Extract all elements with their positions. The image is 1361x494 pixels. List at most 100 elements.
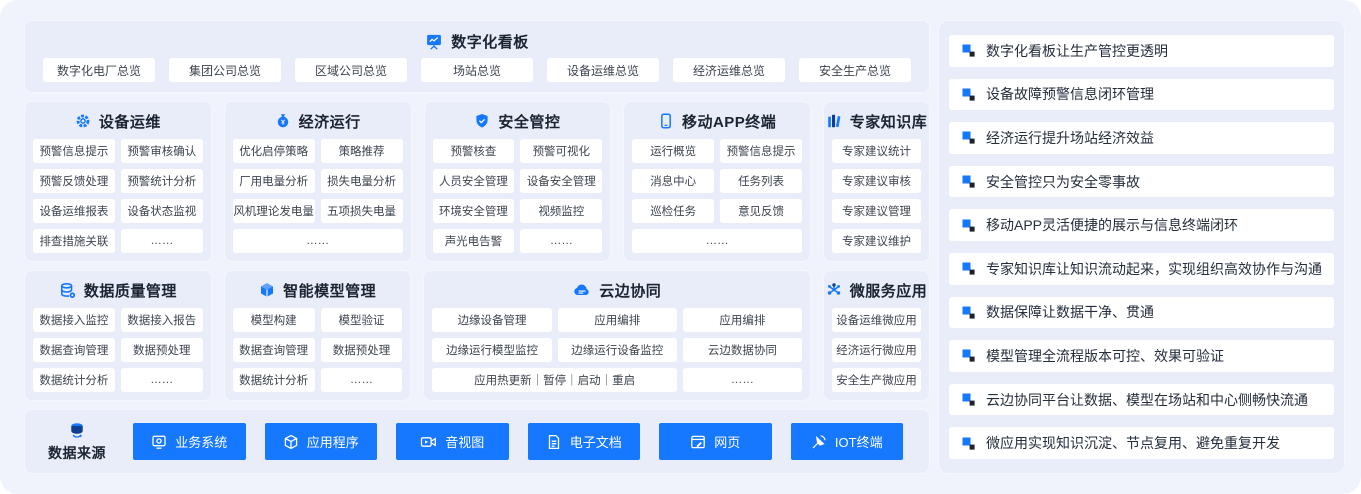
- module-button[interactable]: 数据统计分析: [33, 368, 115, 392]
- module-button[interactable]: 设备运维报表: [33, 199, 115, 223]
- data-source-button-3[interactable]: 电子文档: [527, 423, 640, 460]
- iot-icon: [811, 434, 827, 450]
- module-button[interactable]: 设备安全管理: [520, 169, 603, 193]
- module-button[interactable]: 预警审核确认: [120, 139, 203, 163]
- banner-button-5[interactable]: 经济运维总览: [673, 58, 785, 82]
- module-button[interactable]: 预警可视化: [520, 139, 603, 163]
- squares-bullet-icon: [962, 131, 975, 145]
- card-button-grid: 边缘设备管理应用编排应用编排边缘运行模型监控边缘运行设备监控云边数据协同应用热更…: [432, 308, 802, 392]
- banner-button-6[interactable]: 安全生产总览: [799, 58, 911, 82]
- module-button[interactable]: 应用热更新｜暂停｜启动｜重启: [432, 368, 677, 392]
- card-header: 云边协同: [432, 279, 802, 301]
- card-equipment-ops: 设备运维预警信息提示预警审核确认预警反馈处理预警统计分析设备运维报表设备状态监视…: [24, 101, 212, 262]
- module-button[interactable]: 风机理论发电量: [232, 199, 315, 223]
- card-header: 设备运维: [33, 110, 203, 132]
- module-button[interactable]: 运行概览: [632, 139, 715, 163]
- banner-button-2[interactable]: 区域公司总览: [295, 58, 407, 82]
- module-button[interactable]: 专家建议审核: [832, 169, 921, 193]
- module-button[interactable]: 厂用电量分析: [232, 169, 315, 193]
- module-button[interactable]: 安全生产微应用: [831, 368, 921, 392]
- module-button[interactable]: 应用编排: [682, 308, 802, 332]
- module-button[interactable]: 云边数据协同: [682, 338, 802, 362]
- module-button[interactable]: 专家建议维护: [832, 229, 921, 253]
- data-source-button-1[interactable]: 应用程序: [264, 423, 377, 460]
- card-title: 数据质量管理: [83, 282, 177, 300]
- module-button[interactable]: ……: [520, 229, 603, 253]
- banner-button-3[interactable]: 场站总览: [421, 58, 533, 82]
- banner-button-1[interactable]: 集团公司总览: [169, 58, 281, 82]
- card-header: 安全管控: [433, 110, 603, 132]
- squares-bullet-icon: [962, 437, 975, 450]
- data-source-button-0[interactable]: 业务系统: [133, 423, 246, 460]
- module-button[interactable]: 设备运维微应用: [831, 308, 921, 332]
- module-button[interactable]: 消息中心: [632, 169, 715, 193]
- module-button[interactable]: 设备状态监视: [120, 199, 203, 223]
- module-button[interactable]: 经济运行微应用: [831, 338, 921, 362]
- module-button[interactable]: 任务列表: [720, 169, 802, 193]
- module-button[interactable]: 声光电告警: [432, 229, 515, 253]
- module-button[interactable]: 意见反馈: [720, 199, 802, 223]
- module-button[interactable]: 数据预处理: [120, 338, 203, 362]
- module-button[interactable]: ……: [320, 368, 403, 392]
- system-icon: [151, 434, 167, 450]
- module-button[interactable]: 损失电量分析: [320, 169, 403, 193]
- module-button[interactable]: 边缘运行模型监控: [432, 338, 552, 362]
- module-button[interactable]: 巡检任务: [632, 199, 715, 223]
- module-button[interactable]: 边缘运行设备监控: [557, 338, 677, 362]
- module-button[interactable]: 数据查询管理: [232, 338, 315, 362]
- highlight-row-2: 经济运行提升场站经济效益: [949, 122, 1334, 154]
- module-button[interactable]: 排查措施关联: [33, 229, 115, 253]
- card-button-grid: 预警核查预警可视化人员安全管理设备安全管理环境安全管理视频监控声光电告警……: [432, 139, 603, 253]
- coins-db-icon: [66, 420, 88, 442]
- module-button[interactable]: 预警信息提示: [33, 139, 115, 163]
- module-button[interactable]: 模型构建: [232, 308, 315, 332]
- card-data-quality: 数据质量管理数据接入监控数据接入报告数据查询管理数据预处理数据统计分析……: [24, 270, 212, 401]
- module-button[interactable]: ……: [632, 229, 802, 253]
- card-title: 安全管控: [498, 113, 561, 131]
- module-button[interactable]: 数据接入监控: [33, 308, 115, 332]
- highlight-text: 云边协同平台让数据、模型在场站和中心侧畅快流通: [986, 391, 1308, 408]
- module-button[interactable]: ……: [120, 229, 203, 253]
- card-title: 云边协同: [599, 282, 662, 300]
- module-button[interactable]: 预警信息提示: [720, 139, 802, 163]
- module-button[interactable]: 边缘设备管理: [432, 308, 552, 332]
- module-button[interactable]: 专家建议管理: [832, 199, 921, 223]
- module-button[interactable]: 数据预处理: [320, 338, 403, 362]
- mobile-icon: [658, 113, 674, 129]
- module-button[interactable]: 预警核查: [432, 139, 515, 163]
- module-button[interactable]: 策略推荐: [320, 139, 403, 163]
- highlight-text: 模型管理全流程版本可控、效果可验证: [986, 347, 1224, 364]
- books-icon: [826, 113, 842, 129]
- module-button[interactable]: 应用编排: [557, 308, 677, 332]
- module-button[interactable]: 预警统计分析: [120, 169, 203, 193]
- data-source-button-label: 网页: [714, 435, 741, 450]
- module-button[interactable]: ……: [120, 368, 203, 392]
- module-button[interactable]: 优化启停策略: [232, 139, 315, 163]
- module-button[interactable]: 模型验证: [320, 308, 403, 332]
- database-icon: [59, 282, 76, 299]
- module-button[interactable]: 预警反馈处理: [33, 169, 115, 193]
- banner-button-0[interactable]: 数字化电厂总览: [43, 58, 155, 82]
- module-row-0: 设备运维预警信息提示预警审核确认预警反馈处理预警统计分析设备运维报表设备状态监视…: [24, 101, 930, 262]
- card-economic-operation: 经济运行优化启停策略策略推荐厂用电量分析损失电量分析风机理论发电量五项损失电量……: [223, 101, 412, 262]
- module-button[interactable]: ……: [682, 368, 802, 392]
- module-button[interactable]: 视频监控: [520, 199, 603, 223]
- module-button[interactable]: ……: [232, 229, 403, 253]
- module-button[interactable]: 人员安全管理: [432, 169, 515, 193]
- card-title: 设备运维: [98, 113, 161, 131]
- card-title: 微服务应用: [849, 282, 928, 300]
- module-button[interactable]: 数据统计分析: [232, 368, 315, 392]
- squares-bullet-icon: [962, 88, 975, 101]
- card-mobile-app: 移动APP终端运行概览预警信息提示消息中心任务列表巡检任务意见反馈……: [623, 101, 811, 262]
- data-source-button-5[interactable]: IOT终端: [790, 423, 903, 460]
- module-button[interactable]: 专家建议统计: [832, 139, 921, 163]
- module-button[interactable]: 数据接入报告: [120, 308, 203, 332]
- data-source-button-label: IOT终端: [834, 435, 883, 450]
- banner-button-4[interactable]: 设备运维总览: [547, 58, 659, 82]
- data-source-button-2[interactable]: 音视图: [396, 423, 509, 460]
- module-button[interactable]: 数据查询管理: [33, 338, 115, 362]
- data-source-button-4[interactable]: 网页: [659, 423, 772, 460]
- card-button-grid: 预警信息提示预警审核确认预警反馈处理预警统计分析设备运维报表设备状态监视排查措施…: [33, 139, 203, 253]
- module-button[interactable]: 五项损失电量: [320, 199, 403, 223]
- module-button[interactable]: 环境安全管理: [432, 199, 515, 223]
